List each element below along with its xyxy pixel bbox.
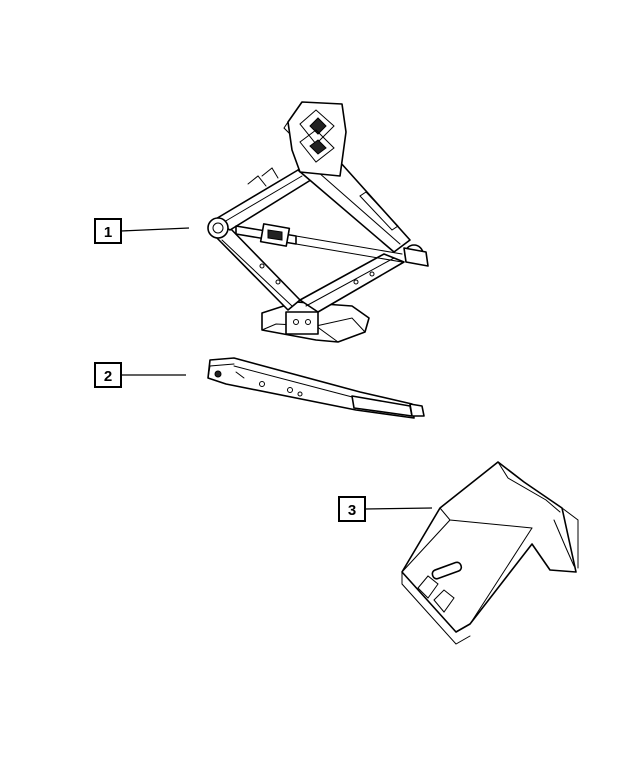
scissor-jack-illustration <box>207 101 429 343</box>
jack-handle-illustration <box>207 357 425 419</box>
callout-3[interactable]: 3 <box>338 496 433 522</box>
callout-2-label: 2 <box>104 368 112 385</box>
wheel-chock-illustration <box>401 461 579 645</box>
callout-3-label: 3 <box>348 502 356 519</box>
callout-3-leader <box>364 507 433 510</box>
callout-1[interactable]: 1 <box>94 218 190 244</box>
callout-2[interactable]: 2 <box>94 362 186 388</box>
callout-1-leader <box>120 227 190 232</box>
callout-1-label: 1 <box>104 224 112 241</box>
